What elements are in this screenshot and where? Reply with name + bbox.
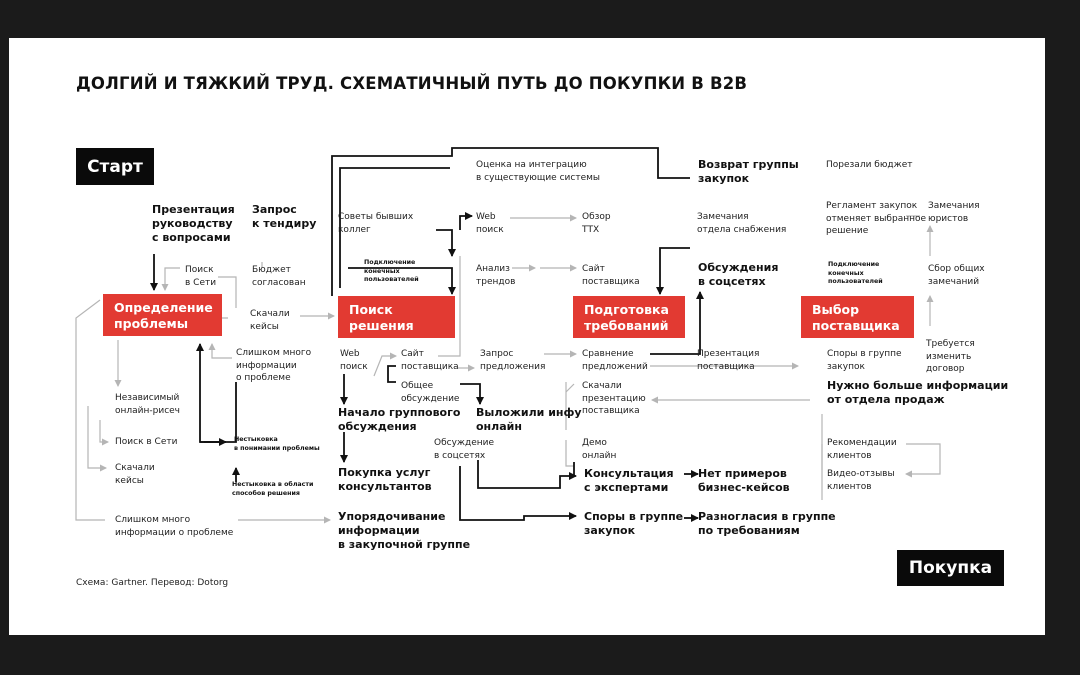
- label-web-search-1: Поиск в Сети: [185, 265, 217, 288]
- label-web-search-2: Поиск в Сети: [115, 437, 178, 447]
- label-downloaded-presentation: Скачали презентацию поставщика: [582, 381, 646, 416]
- label-expert-consult: Консультация с экспертами: [584, 467, 674, 494]
- label-procurement-rules: Регламент закупок отменяет выбранное реш…: [826, 201, 927, 236]
- label-lawyer-remarks: Замечания юристов: [928, 201, 980, 224]
- label-supplier-presentation: Презентация поставщика: [697, 349, 760, 372]
- stage-supplier-selection: Выбор поставщика: [801, 296, 914, 338]
- label-mismatch-solutions: Нестыковка в области способов решения: [232, 481, 314, 497]
- label-video-reviews: Видео-отзывы клиентов: [827, 469, 895, 492]
- label-downloaded-cases-1: Скачали кейсы: [250, 309, 290, 332]
- label-consultants: Покупка услуг консультантов: [338, 466, 432, 493]
- label-mismatch-problem: Нестыковка в понимании проблемы: [234, 436, 320, 452]
- label-endusers-2: Подключение конечных пользователей: [828, 261, 883, 285]
- label-contract-change: Требуется изменить договор: [926, 339, 975, 374]
- label-supplier-site-2: Сайт поставщика: [401, 349, 459, 372]
- label-ordering-info: Упорядочивание информации в закупочной г…: [338, 510, 471, 551]
- stage-requirements: Подготовка требований: [573, 296, 685, 338]
- label-group-disputes: Споры в группе закупок: [584, 510, 684, 537]
- label-online-demo: Демо онлайн: [582, 438, 617, 461]
- source-caption: Схема: Gartner. Перевод: Dotorg: [76, 578, 229, 588]
- purchase-block: Покупка: [897, 550, 1004, 586]
- label-independent-research: Независимый онлайн-рисеч: [115, 393, 181, 416]
- label-social-discussion-small: Обсуждение в соцсетях: [434, 438, 495, 461]
- label-web-search-3: Web поиск: [476, 212, 504, 235]
- label-general-discussion: Общее обсуждение: [401, 381, 460, 404]
- label-web-search-4: Web поиск: [340, 349, 368, 372]
- stage-solution-search: Поиск решения: [338, 296, 455, 338]
- label-too-much-info-2: Слишком много информации о проблеме: [115, 515, 234, 538]
- label-disagreements: Разногласия в группе по требованиям: [698, 510, 836, 537]
- stage-problem-definition: Определение проблемы: [103, 294, 222, 336]
- label-return-group: Возврат группы закупок: [698, 158, 799, 185]
- label-collect-remarks: Сбор общих замечаний: [928, 264, 985, 287]
- label-group-start: Начало группового обсуждения: [338, 406, 461, 433]
- label-social-discussion: Обсуждения в соцсетях: [698, 261, 779, 288]
- label-supplier-site-1: Сайт поставщика: [582, 264, 640, 287]
- label-info-online: Выложили инфу онлайн: [476, 406, 582, 433]
- label-endusers-1: Подключение конечных пользователей: [364, 259, 419, 283]
- label-integration-eval: Оценка на интеграцию в существующие сист…: [476, 160, 600, 183]
- label-supply-remarks: Замечания отдела снабжения: [697, 212, 787, 235]
- label-group-disputes-small: Споры в группе закупок: [827, 349, 902, 372]
- diagram-title: ДОЛГИЙ И ТЯЖКИЙ ТРУД. СХЕМАТИЧНЫЙ ПУТЬ Д…: [76, 74, 748, 93]
- label-specs-review: Обзор ТТХ: [582, 212, 611, 235]
- label-presentation: Презентация руководству с вопросами: [152, 203, 235, 244]
- label-need-more-info: Нужно больше информации от отдела продаж: [827, 379, 1009, 406]
- label-tender-request: Запрос к тендиру: [252, 203, 317, 230]
- label-budget: Бюджет согласован: [252, 265, 306, 288]
- label-no-cases: Нет примеров бизнес-кейсов: [698, 467, 790, 494]
- label-trend-analysis: Анализ трендов: [476, 264, 516, 287]
- label-offer-request: Запрос предложения: [480, 349, 546, 372]
- label-too-much-info-1: Слишком много информации о проблеме: [236, 348, 312, 383]
- start-block: Старт: [76, 148, 154, 185]
- label-former-colleagues: Советы бывших коллег: [338, 212, 414, 235]
- label-budget-cut: Порезали бюджет: [826, 160, 913, 170]
- label-downloaded-cases-2: Скачали кейсы: [115, 463, 155, 486]
- label-compare-offers: Сравнение предложений: [582, 349, 648, 372]
- label-client-recommendations: Рекомендации клиентов: [827, 438, 897, 461]
